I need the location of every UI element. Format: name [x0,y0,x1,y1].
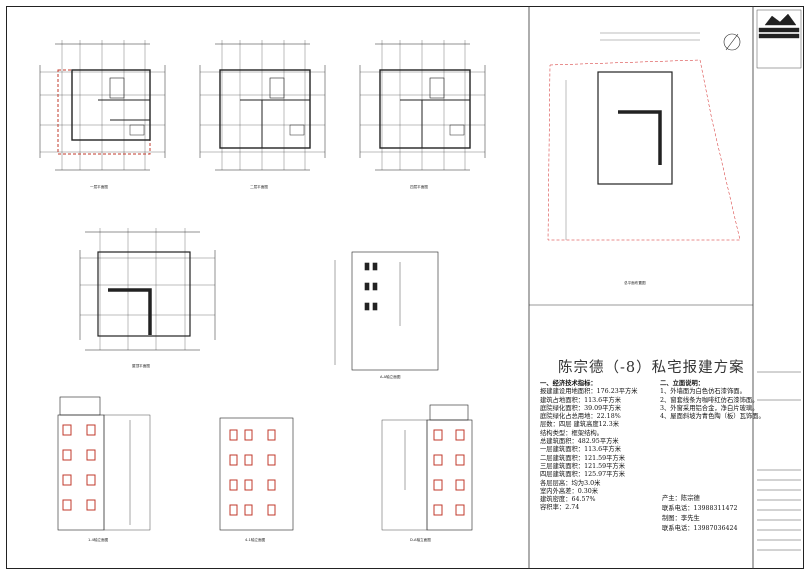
elevation-notes-heading: 二、立面说明： [660,380,705,387]
side-elevation [334,251,439,371]
back-elevation [219,417,294,531]
plan2-label: 二层平面图 [250,185,268,189]
economics-line: 一层建筑面积：113.6平方米 [540,446,621,454]
right-elev-label: D-A轴立面图 [410,538,431,542]
designer-phone: 联系电话：13987036424 [662,525,738,532]
economics-line: 四层建筑面积：125.97平方米 [540,471,626,479]
project-title: 陈宗德（-8）私宅报建方案 [558,360,745,376]
economics-line: 三层建筑面积：121.59平方米 [540,462,626,470]
side-elev-label: A-A轴立面图 [380,375,401,379]
floor-plan-2 [199,40,326,171]
drawing-sheet [6,6,804,569]
economics-line: 二层建筑面积：121.59平方米 [540,454,626,462]
back-elev-label: 4-1轴立面图 [245,538,266,542]
economics-line: 结构类型：框架结构。 [540,429,603,437]
economics-column: 一、经济技术指标： 报建建设用地面积：176.23平方米 建筑占地面积：113.… [540,380,638,513]
owner-info: 产主：陈宗德 联系电话：13988311472 制图：李先生 联系电话：1398… [662,494,738,534]
economics-line: 各层层高：均为3.0米 [540,479,601,487]
economics-line: 庭院绿化面积：39.09平方米 [540,404,621,412]
elevation-note-line: 1、外墙面为白色仿石漆饰面。 [660,388,746,396]
roof-plan [79,228,216,351]
site-plan [547,32,741,241]
roof-label: 屋顶平面图 [132,364,150,368]
front-elev-label: 1-4轴立面图 [88,538,109,542]
plan3-label: 四层平面图 [410,185,428,189]
economics-line: 容积率：2.74 [540,504,580,512]
economics-heading: 一、经济技术指标： [540,380,597,387]
economics-line: 庭院绿化占总用地：22.18% [540,413,621,421]
front-elevation [57,396,151,531]
designer-line: 制图：李先生 [662,515,700,522]
title-block [756,9,802,551]
owner-phone: 联系电话：13988311472 [662,505,738,512]
elevation-note-line: 2、窗套线条为咖啡红仿石漆饰面。 [660,396,759,404]
floor-plan-1 [39,40,166,171]
economics-line: 报建建设用地面积：176.23平方米 [540,388,638,396]
elevation-note-line: 4、屋面斜坡为青色陶（板）瓦饰面。 [660,413,765,421]
economics-line: 层数：四层 建筑高度12.3米 [540,421,619,429]
elevation-note-line: 3、外窗采用铝合金，净白片玻璃。 [660,404,759,412]
owner-line: 产主：陈宗德 [662,495,700,502]
economics-line: 建筑密度：64.57% [540,496,596,504]
site-label: 总平面布置图 [624,281,646,285]
economics-line: 建筑占地面积：113.6平方米 [540,396,621,404]
economics-line: 总建筑面积：482.95平方米 [540,438,619,446]
elevation-notes-column: 二、立面说明： 1、外墙面为白色仿石漆饰面。 2、窗套线条为咖啡红仿石漆饰面。 … [660,380,765,421]
plan1-label: 一层平面图 [90,185,108,189]
floor-plan-3 [359,40,486,171]
economics-line: 室内外高差：0.30米 [540,487,599,495]
right-elevation [381,404,473,531]
